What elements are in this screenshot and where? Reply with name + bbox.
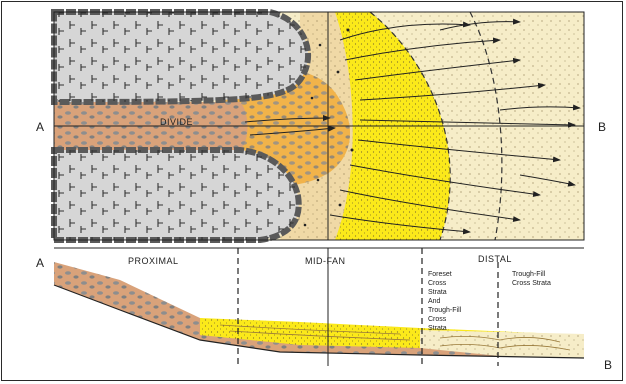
foreset-line-5: Trough-Fill [428,306,488,315]
proximal-label: PROXIMAL [128,256,179,266]
mid-fan-label: MID-FAN [305,256,346,266]
distal-label: DISTAL [478,254,512,264]
map-label-a: A [36,120,44,134]
foreset-cross-strata-label: Foreset Cross Strata And Trough-Fill Cro… [428,270,488,333]
foreset-line-6: Cross [428,315,488,324]
foreset-line-4: And [428,297,488,306]
trough-line-1: Trough-Fill [512,270,582,279]
foreset-line-7: Strata [428,324,488,333]
section-label-b: B [604,358,612,372]
foreset-line-1: Foreset [428,270,488,279]
map-label-b: B [598,120,606,134]
divide-label: DIVIDE [160,117,193,127]
section-label-a: A [36,256,44,270]
map-view [54,12,584,240]
trough-fill-label: Trough-Fill Cross Strata [512,270,582,288]
foreset-line-2: Cross [428,279,488,288]
trough-line-2: Cross Strata [512,279,582,288]
foreset-line-3: Strata [428,288,488,297]
